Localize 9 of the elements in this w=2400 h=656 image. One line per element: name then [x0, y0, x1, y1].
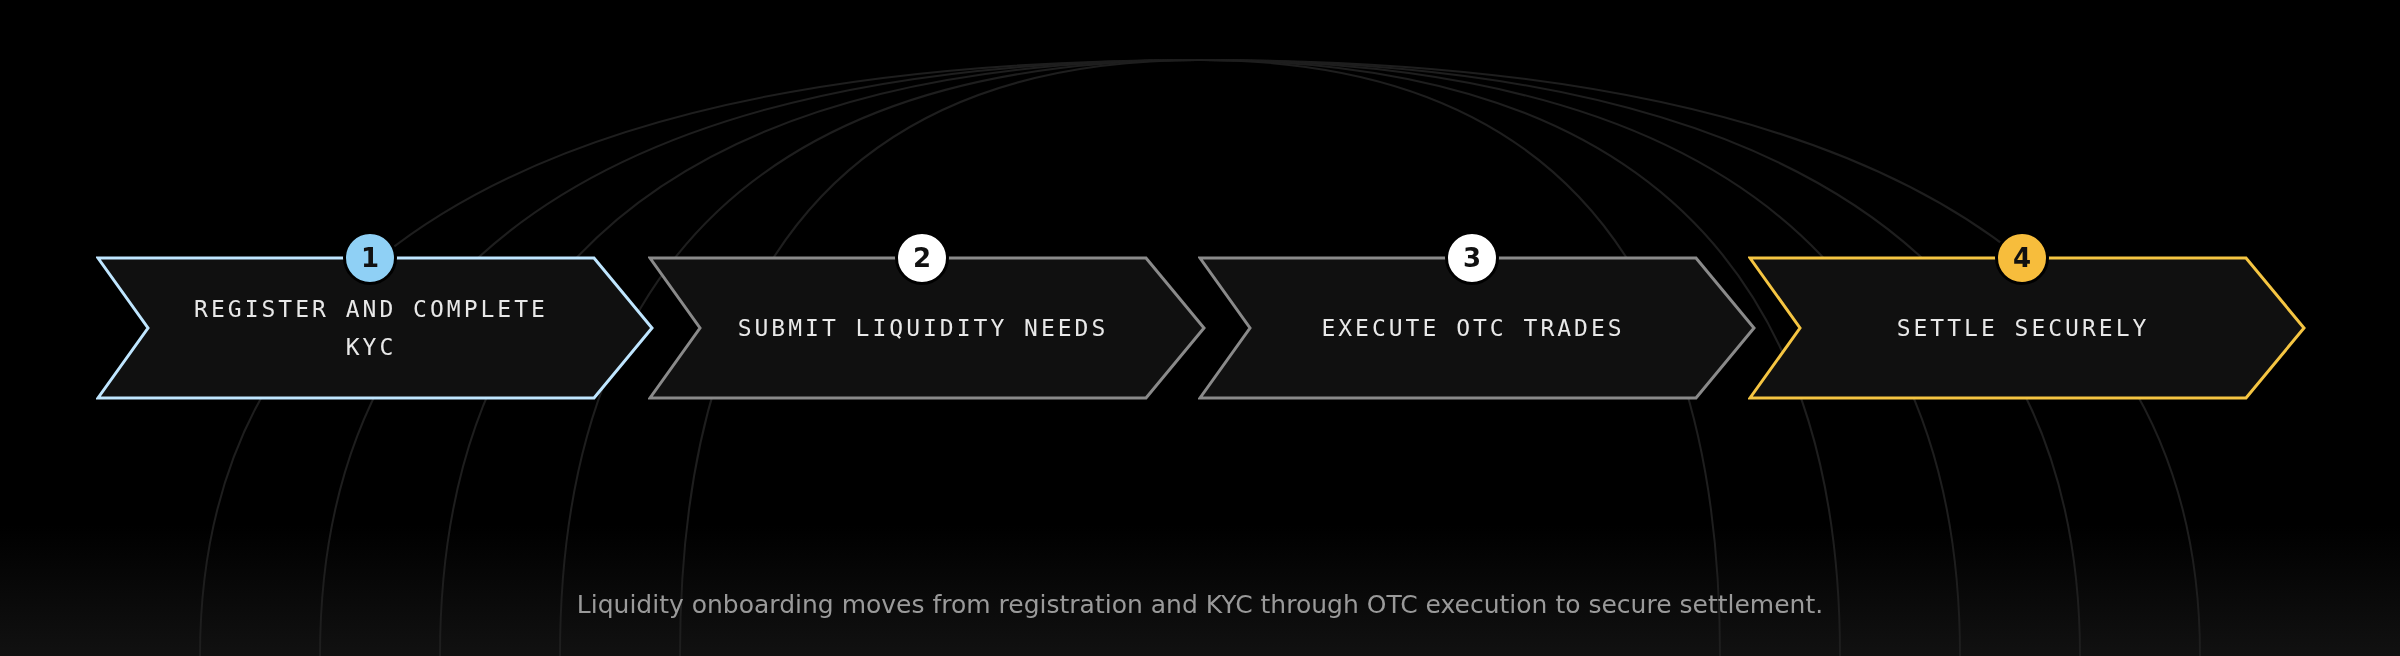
step-label: SUBMIT LIQUIDITY NEEDS — [736, 314, 1110, 343]
step-number-badge: 1 — [343, 231, 397, 285]
step-number-badge: 3 — [1445, 231, 1499, 285]
step-label: EXECUTE OTC TRADES — [1320, 314, 1626, 343]
step-number-badge: 2 — [895, 231, 949, 285]
step-label: SETTLE SECURELY — [1895, 314, 2151, 343]
step-number-badge: 4 — [1995, 231, 2049, 285]
caption: Liquidity onboarding moves from registration and KYC through OTC execution to secure settlement. — [575, 590, 1825, 619]
step-label: REGISTER AND COMPLETE KYC — [193, 295, 549, 362]
